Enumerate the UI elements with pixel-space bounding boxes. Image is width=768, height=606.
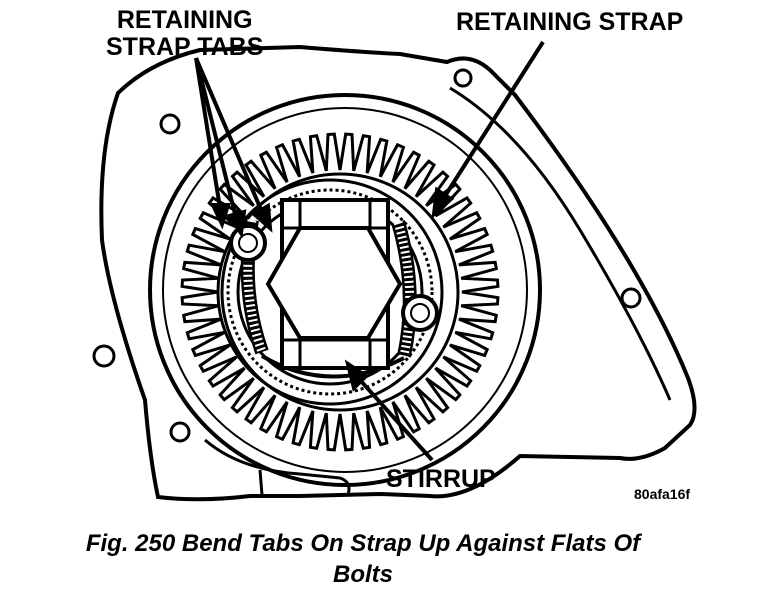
bolt-left <box>229 224 267 262</box>
gear-root-circle <box>220 172 460 412</box>
housing-hole <box>159 113 181 135</box>
stirrup-label: STIRRUP <box>386 465 496 493</box>
housing-detail <box>258 469 264 496</box>
leader-arrows <box>194 40 545 462</box>
race-ring <box>216 178 444 406</box>
retaining-strap-tabs-label: RETAINING STRAP TABS <box>106 7 263 61</box>
caption-line1: Fig. 250 Bend Tabs On Strap Up Against F… <box>85 530 641 557</box>
figure-id: 80afa16f <box>634 486 691 502</box>
outer-ring <box>148 93 542 487</box>
housing-hole <box>169 421 191 443</box>
caption-line2: Bolts <box>333 561 393 588</box>
hex-shaft <box>265 226 403 340</box>
housing-hole <box>453 68 473 88</box>
housing-hole <box>92 344 116 368</box>
housing-hole <box>620 287 642 309</box>
bolt-right-head <box>410 303 430 323</box>
retaining-strap-right-hatch <box>393 220 415 357</box>
figure-caption: Fig. 250 Bend Tabs On Strap Up Against F… <box>28 528 698 590</box>
race-ring <box>226 188 434 396</box>
retaining-strap-label: RETAINING STRAP <box>456 8 684 36</box>
housing-inner-contour <box>449 86 672 401</box>
retaining-strap-tabs-label-line1: RETAINING <box>116 6 253 34</box>
outer-ring-inner <box>162 107 528 473</box>
bolt-right <box>401 294 439 332</box>
retaining-strap-tabs-label-line2: STRAP TABS <box>106 33 264 61</box>
bolt-left-head <box>238 233 258 253</box>
